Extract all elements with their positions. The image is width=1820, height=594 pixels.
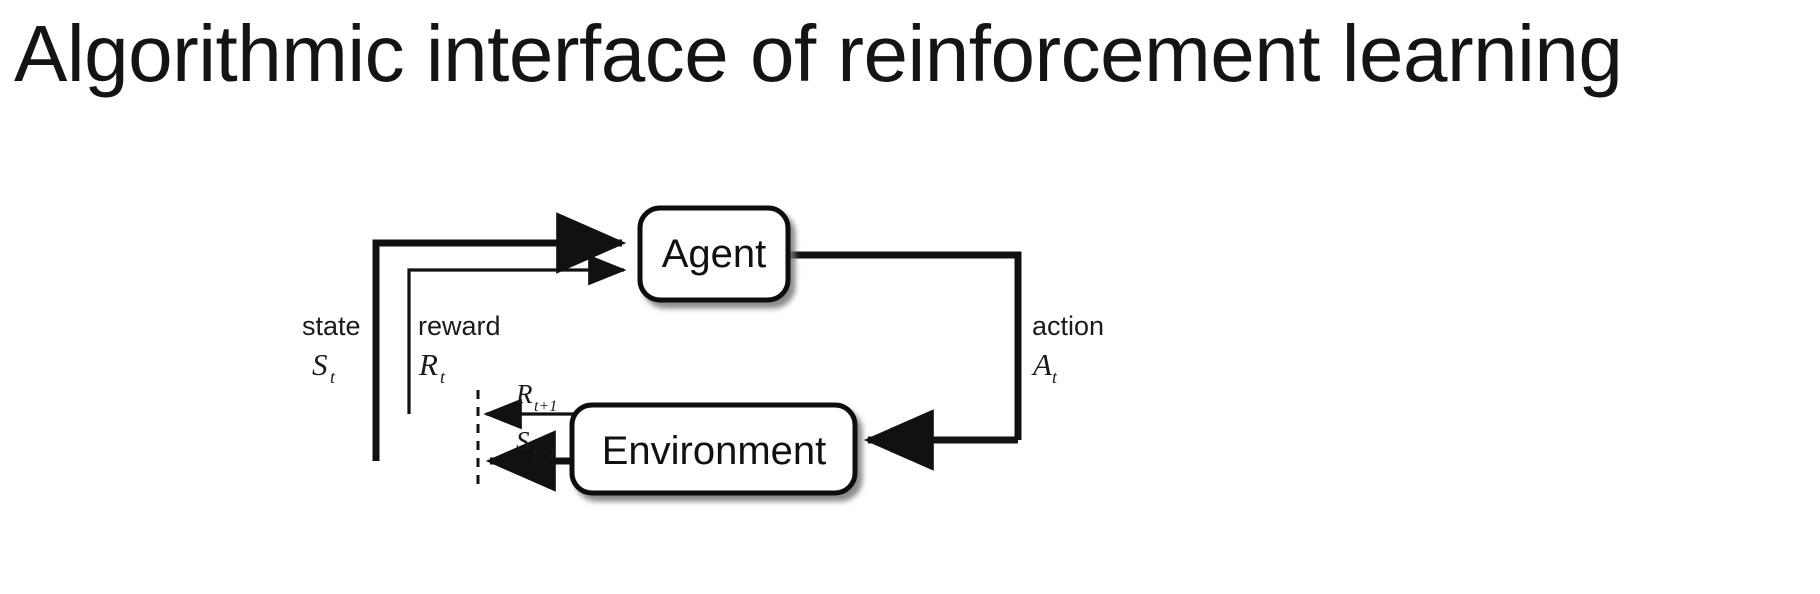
next-state-label-symbol: S [516,426,530,456]
action-edge [788,251,1022,471]
state-label-subscript: t [330,367,336,387]
environment-label: Environment [602,429,827,473]
next-state-label-group: S t+1 [516,426,556,462]
next-reward-label-subscript: t+1 [534,398,557,415]
action-label-subscript: t [1052,367,1058,387]
action-edge-line [788,251,1022,440]
agent-node[interactable]: Agent [637,205,791,303]
state-label-word: state [302,311,361,341]
action-label-symbol: A [1031,347,1053,382]
rl-interaction-diagram: Agent Environment state S t reward R t [0,150,1400,594]
action-label-word: action [1032,311,1104,341]
state-edge [372,212,627,461]
agent-label: Agent [662,232,767,276]
reward-label-word: reward [418,311,501,341]
action-label-group: action A t [1031,311,1104,387]
state-edge-line [372,212,627,461]
agent-box[interactable] [637,205,791,303]
next-state-label-subscript: t+1 [533,445,556,462]
next-reward-label-group: R t+1 [515,379,557,415]
reward-edge-line [407,254,627,414]
state-label-group: state S t [302,311,361,387]
state-label-symbol: S [312,347,328,382]
next-reward-label-symbol: R [515,379,533,409]
environment-box[interactable] [569,402,858,496]
reward-edge [407,254,627,414]
reward-label-symbol: R [418,347,438,382]
environment-node[interactable]: Environment [569,402,858,496]
page-title: Algorithmic interface of reinforcement l… [14,9,1623,98]
diagram-svg: Agent Environment state S t reward R t [302,205,1104,496]
reward-label-subscript: t [440,367,446,387]
reward-label-group: reward R t [418,311,501,387]
